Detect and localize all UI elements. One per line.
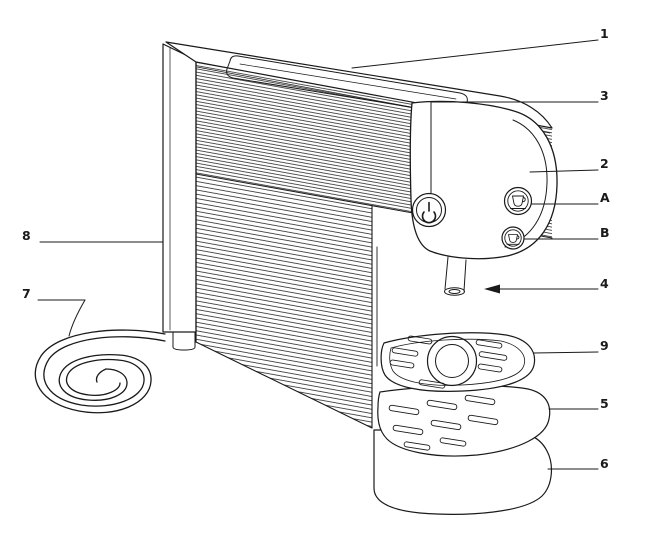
power-button[interactable] — [411, 192, 447, 228]
cup-support-slots — [389, 335, 508, 389]
button-b[interactable] — [501, 226, 525, 250]
machine-head — [409, 100, 558, 260]
callout-drip-tray: 5 — [600, 396, 609, 411]
button-a[interactable] — [503, 186, 533, 216]
cup-support[interactable] — [380, 332, 536, 392]
arrow-icon — [484, 284, 500, 294]
rear-panel — [162, 43, 197, 351]
lungo-cup-icon — [506, 234, 520, 245]
callout-rear-panel: 8 — [22, 228, 31, 243]
callout-button-b: B — [600, 225, 610, 240]
front-main-face — [195, 174, 378, 429]
machine-illustration — [34, 39, 599, 515]
callout-button-a: A — [600, 190, 610, 205]
power-cord — [34, 299, 166, 414]
power-icon — [421, 201, 437, 224]
callout-base: 6 — [600, 456, 609, 471]
espresso-cup-icon — [510, 195, 526, 209]
callout-power-button: 3 — [600, 88, 609, 103]
drip-tray[interactable] — [377, 385, 551, 457]
callout-side-button-upper: 2 — [600, 156, 609, 171]
coffee-outlet — [444, 256, 467, 296]
leader-lines — [37, 39, 599, 470]
cup-ring — [426, 335, 478, 387]
side-buttons — [501, 186, 533, 250]
callout-top-lid: 1 — [600, 26, 609, 41]
callout-coffee-outlet: 4 — [600, 276, 609, 291]
drip-tray-slots — [388, 394, 499, 451]
callout-power-cord: 7 — [22, 286, 31, 301]
callout-cup-support: 9 — [600, 338, 609, 353]
